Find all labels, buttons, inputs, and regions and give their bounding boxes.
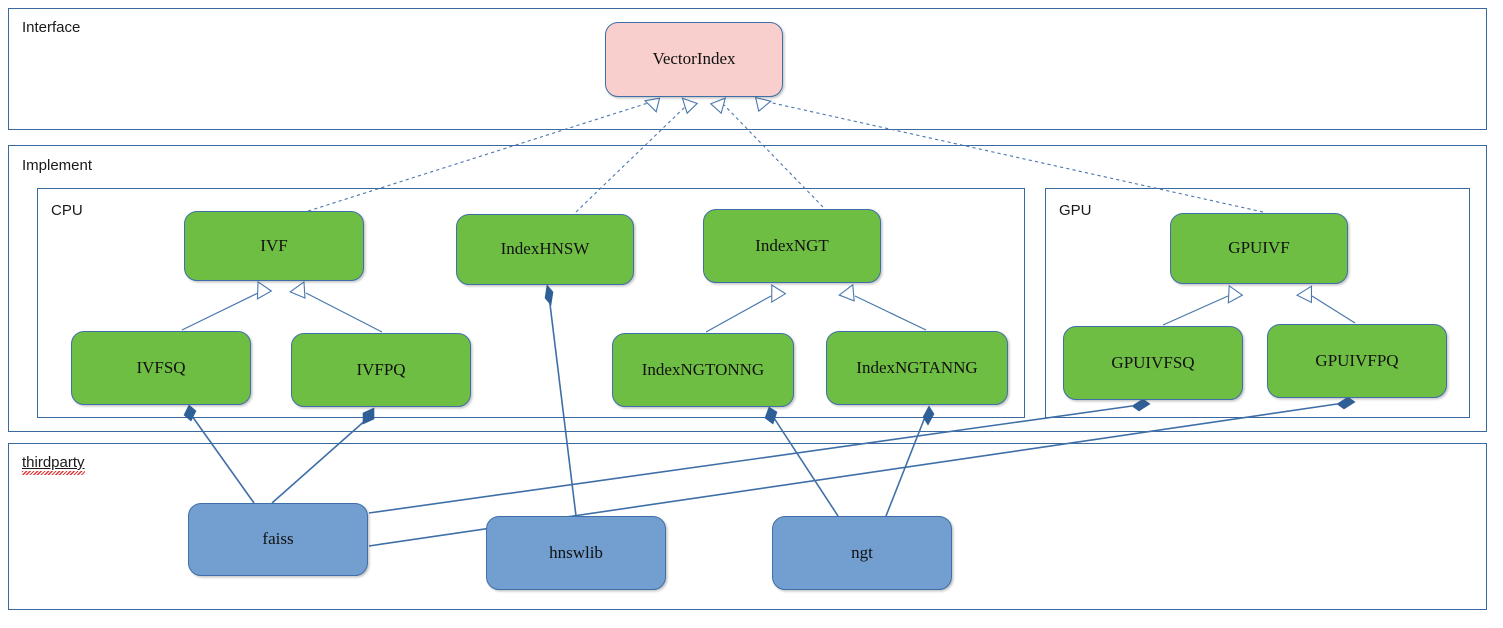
node-indexngtonng[interactable]: IndexNGTONNG (612, 333, 794, 407)
node-ivfsq[interactable]: IVFSQ (71, 331, 251, 405)
node-gpuivf[interactable]: GPUIVF (1170, 213, 1348, 284)
node-indexhnsw[interactable]: IndexHNSW (456, 214, 634, 285)
node-ivfpq[interactable]: IVFPQ (291, 333, 471, 407)
node-label-ivfsq: IVFSQ (136, 357, 186, 377)
node-label-indexhnsw: IndexHNSW (500, 239, 590, 259)
node-indexngt[interactable]: IndexNGT (703, 209, 881, 283)
node-label-gpuivfsq: GPUIVFSQ (1111, 352, 1195, 372)
node-vectorindex[interactable]: VectorIndex (605, 22, 783, 97)
node-ivf[interactable]: IVF (184, 211, 364, 281)
node-label-vectorindex: VectorIndex (652, 49, 736, 69)
node-label-ivfpq: IVFPQ (356, 359, 406, 379)
node-hnswlib[interactable]: hnswlib (486, 516, 666, 590)
node-label-indexngtonng: IndexNGTONNG (641, 359, 765, 379)
node-label-indexngt: IndexNGT (755, 235, 829, 255)
node-label-gpuivf: GPUIVF (1228, 238, 1290, 258)
node-label-indexngtanng: IndexNGTANNG (856, 357, 978, 377)
node-label-gpuivfpq: GPUIVFPQ (1315, 350, 1399, 370)
node-gpuivfsq[interactable]: GPUIVFSQ (1063, 326, 1243, 400)
node-faiss[interactable]: faiss (188, 503, 368, 576)
group-label-cpu: CPU (51, 202, 83, 219)
group-label-thirdparty: thirdparty (22, 454, 85, 471)
node-label-ivf: IVF (260, 235, 288, 255)
node-label-hnswlib: hnswlib (549, 542, 603, 562)
node-label-ngt: ngt (851, 542, 873, 562)
group-label-gpu: GPU (1059, 202, 1092, 219)
node-label-faiss: faiss (262, 529, 294, 549)
spellcheck-underline (22, 471, 85, 475)
node-gpuivfpq[interactable]: GPUIVFPQ (1267, 324, 1447, 398)
node-ngt[interactable]: ngt (772, 516, 952, 590)
node-indexngtanng[interactable]: IndexNGTANNG (826, 331, 1008, 405)
group-label-implement: Implement (22, 157, 93, 174)
group-label-interface: Interface (22, 19, 81, 36)
